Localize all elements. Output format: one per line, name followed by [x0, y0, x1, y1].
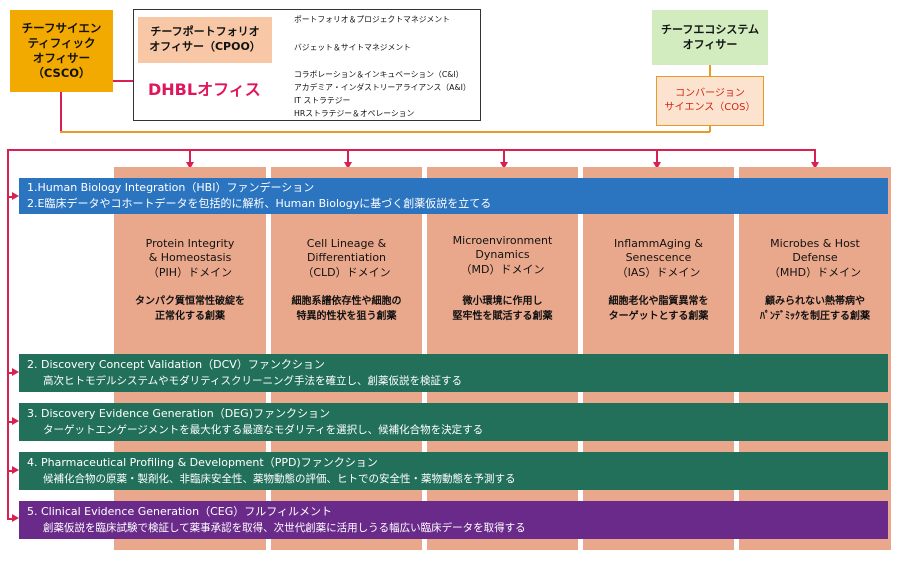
csco-label: チーフサイエン ティフィック オフィサー （CSCO）: [21, 21, 102, 80]
branch-line: [503, 149, 505, 163]
cpoo-box: チーフポートフォリオ オフィサー（CPOO）: [138, 17, 272, 63]
function-title: 5. Clinical Evidence Generation（CEG）フルフィ…: [27, 505, 333, 518]
csco-box: チーフサイエン ティフィック オフィサー （CSCO）: [10, 10, 113, 92]
cos-box: コンバージョン サイエンス（COS）: [656, 76, 764, 126]
dhbl-item: バジェット＆サイトマネジメント: [294, 43, 411, 52]
domain-title: Protein Integrity & Homeostasis （PIH）ドメイ…: [145, 237, 235, 279]
branch-line: [656, 149, 658, 163]
domain-title: Microbes & Host Defense （MHD）ドメイン: [768, 237, 862, 279]
function-desc: 候補化合物の原薬・製剤化、非臨床安全性、薬物動態の評価、ヒトでの安全性・薬物動態…: [43, 473, 516, 485]
arrow-line-hbi: [7, 196, 13, 198]
ceg-fulfillment-band: 5. Clinical Evidence Generation（CEG）フルフィ…: [19, 501, 888, 539]
arrow-dcv: [12, 368, 19, 376]
dhbl-item: HRストラテジー＆オペレーション: [294, 109, 415, 118]
connector-orange-h: [60, 131, 710, 133]
branch-line: [347, 149, 349, 163]
branch-arrow: [653, 162, 661, 169]
branch-arrow: [186, 162, 194, 169]
domain-desc: 顧みられない熱帯病や ﾊﾟﾝﾃﾞﾐｯｸを制圧する創薬: [760, 296, 870, 322]
dhbl-item: ポートフォリオ＆プロジェクトマネジメント: [294, 15, 450, 24]
ppd-function-band: 4. Pharmaceutical Profiling & Developmen…: [19, 452, 888, 490]
connector-csco-down: [60, 92, 62, 132]
cos-label: コンバージョン サイエンス（COS）: [664, 88, 756, 113]
domain-desc: 細胞老化や脂質異常を ターゲットとする創薬: [608, 296, 709, 322]
cpoo-label: チーフポートフォリオ オフィサー（CPOO）: [149, 25, 261, 53]
function-desc: 創薬仮説を臨床試験で検証して薬事承認を取得、次世代創薬に活用しうる幅広い臨床デー…: [43, 522, 526, 534]
branch-line: [189, 149, 191, 163]
domain-desc: タンパク質恒常性破綻を 正常化する創薬: [135, 296, 245, 322]
function-desc: ターゲットエンゲージメントを最大化する最適なモダリティを選択し、候補化合物を決定…: [43, 424, 484, 436]
connector-csco-dhbl: [113, 80, 133, 82]
domain-desc: 微小環境に作用し 堅牢性を賦活する創薬: [452, 296, 553, 322]
arrow-line-dcv: [7, 372, 13, 374]
function-title: 4. Pharmaceutical Profiling & Developmen…: [27, 456, 378, 469]
domain-desc: 細胞系譜依存性や細胞の 特異的性状を狙う創薬: [291, 296, 402, 322]
arrow-line-ppd: [7, 470, 13, 472]
dhbl-item: コラボレーション＆インキュベーション（C&I）: [294, 70, 464, 79]
ceso-label: チーフエコシステム オフィサー: [660, 22, 759, 51]
hbi-desc: 2.E臨床データやコホートデータを包括的に解析、Human Biologyに基づ…: [27, 197, 492, 210]
function-desc: 高次ヒトモデルシステムやモダリティスクリーニング手法を確立し、創薬仮説を検証する: [43, 375, 463, 387]
dhbl-office-title: DHBLオフィス: [148, 80, 261, 99]
arrow-ceg: [12, 514, 19, 522]
deg-function-band: 3. Discovery Evidence Generation（DEG)ファン…: [19, 403, 888, 441]
branch-arrow: [344, 162, 352, 169]
arrow-deg: [12, 417, 19, 425]
dhbl-item: IT ストラテジー: [294, 96, 351, 105]
connector-orange-ceso: [709, 65, 711, 76]
hbi-foundation-band: 1.Human Biology Integration（HBI）ファンデーション…: [19, 178, 888, 214]
connector-orange-cos: [709, 126, 711, 132]
hbi-title: 1.Human Biology Integration（HBI）ファンデーション: [27, 181, 315, 194]
connector-main-h: [7, 149, 815, 151]
ceso-box: チーフエコシステム オフィサー: [652, 10, 768, 65]
function-title: 2. Discovery Concept Validation（DCV）ファンク…: [27, 358, 325, 371]
arrow-line-deg: [7, 421, 13, 423]
arrow-line-ceg: [7, 518, 13, 520]
function-title: 3. Discovery Evidence Generation（DEG)ファン…: [27, 407, 330, 420]
branch-arrow: [500, 162, 508, 169]
branch-arrow: [811, 162, 819, 169]
domain-title: Microenvironment Dynamics （MD）ドメイン: [452, 234, 553, 276]
branch-line: [814, 149, 816, 163]
dcv-function-band: 2. Discovery Concept Validation（DCV）ファンク…: [19, 354, 888, 392]
arrow-hbi: [12, 192, 19, 200]
arrow-ppd: [12, 466, 19, 474]
domain-title: Cell Lineage & Differentiation （CLD）ドメイン: [302, 237, 391, 279]
dhbl-item: アカデミア・インダストリーアライアンス（A&I）: [294, 83, 471, 92]
connector-main-v: [7, 149, 9, 519]
domain-title: InflammAging & Senescence （IAS）ドメイン: [614, 237, 703, 279]
